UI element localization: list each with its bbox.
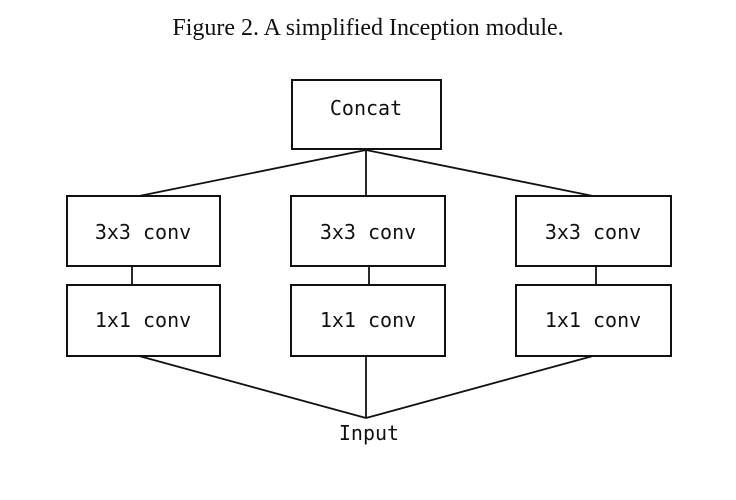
branch-3-conv1x1-box bbox=[515, 284, 672, 357]
branch-2-conv3x3-node: 3x3 conv bbox=[290, 195, 446, 267]
branch-2-conv3x3-label: 3x3 conv bbox=[320, 220, 416, 244]
branch-3-conv3x3-node: 3x3 conv bbox=[515, 195, 672, 267]
branch-2-conv1x1-node: 1x1 conv bbox=[290, 284, 446, 357]
edge-branch-3-input bbox=[365, 355, 594, 419]
branch-2-conv1x1-box bbox=[290, 284, 446, 357]
branch-1-conv1x1-label: 1x1 conv bbox=[95, 308, 191, 332]
branch-3-conv3x3-box bbox=[515, 195, 672, 267]
branch-3-conv3x3-label: 3x3 conv bbox=[545, 220, 641, 244]
figure-caption: Figure 2. A simplified Inception module. bbox=[172, 15, 564, 41]
concat-box bbox=[291, 79, 442, 150]
branch-1-conv1x1-box bbox=[66, 284, 221, 357]
edge-branch-1-input bbox=[138, 355, 367, 419]
input-label: Input bbox=[339, 421, 399, 445]
branch-3-conv1x1-label: 1x1 conv bbox=[545, 308, 641, 332]
branch-1-conv3x3-label: 3x3 conv bbox=[95, 220, 191, 244]
branch-1-conv1x1-node: 1x1 conv bbox=[66, 284, 221, 357]
edge-concat-branch-3 bbox=[365, 149, 594, 197]
branch-3-conv1x1-node: 1x1 conv bbox=[515, 284, 672, 357]
edge-concat-branch-1 bbox=[138, 149, 367, 197]
concat-label: Concat bbox=[330, 96, 402, 120]
branch-2-conv1x1-label: 1x1 conv bbox=[320, 308, 416, 332]
concat-node: Concat bbox=[291, 79, 442, 150]
branch-1-conv3x3-box bbox=[66, 195, 221, 267]
branch-2-conv3x3-box bbox=[290, 195, 446, 267]
branch-1-conv3x3-node: 3x3 conv bbox=[66, 195, 221, 267]
